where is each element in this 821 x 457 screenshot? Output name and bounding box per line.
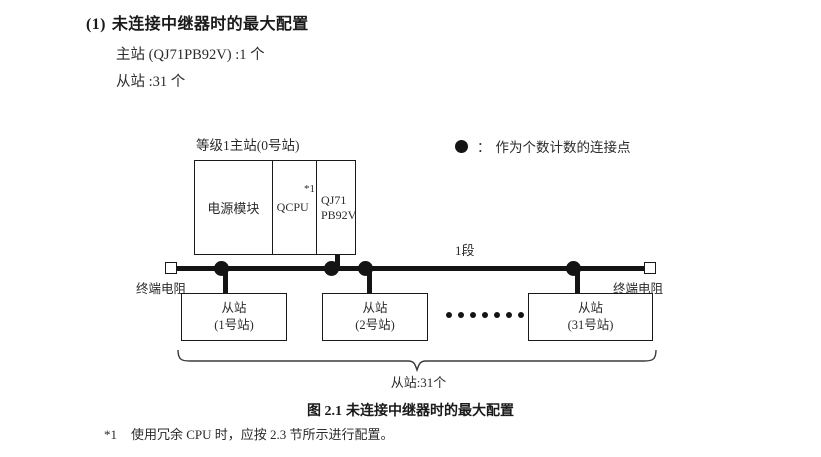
slave-station-label: 从站 — [577, 301, 603, 316]
slave-station-number: (1号站) — [214, 318, 254, 332]
section-number: (1) — [86, 16, 106, 33]
terminal-resistor-left-icon — [165, 262, 177, 274]
footnote-ref-marker: *1 — [304, 183, 315, 195]
terminal-resistor-left-label: 终端电阻 — [136, 282, 187, 296]
filled-circle-icon — [455, 139, 468, 153]
slave-drop-stem — [223, 268, 228, 294]
ellipsis-dot — [458, 312, 464, 318]
terminal-resistor-right-label: 终端电阻 — [613, 282, 664, 296]
slave-station-number: (31号站) — [567, 318, 614, 332]
section-line-slave-count: 从站 :31 个 — [116, 74, 186, 90]
ellipsis-dot — [470, 312, 476, 318]
rack-cell-qj71pb92v-line1: QJ71 — [321, 192, 347, 207]
rack-cell-qj71pb92v-line2: PB92V — [321, 207, 357, 222]
footnote-text: 使用冗余 CPU 时，应按 2.3 节所示进行配置。 — [131, 427, 394, 442]
ellipsis-dot — [446, 312, 452, 318]
rack-cell-qcpu: QCPU *1 — [271, 161, 317, 254]
slave-station-box: 从站 (1号站) — [181, 293, 287, 341]
section-heading: (1) 未连接中继器时的最大配置 — [86, 10, 309, 34]
figure-caption: 图 2.1 未连接中继器时的最大配置 — [0, 400, 821, 420]
slave-station-box: 从站 (2号站) — [322, 293, 428, 341]
footnote-marker: *1 — [104, 427, 117, 442]
slave-group-brace-label: 从站:31个 — [390, 375, 447, 390]
section-line-master-count: 主站 (QJ71PB92V) :1 个 — [116, 47, 265, 63]
master-station-title: 等级1主站(0号站) — [196, 138, 300, 153]
slave-group-brace-label-wrap: 从站:31个 — [0, 372, 821, 391]
slave-group-brace — [176, 348, 658, 372]
ellipsis-dot — [518, 312, 524, 318]
slave-drop-stem — [367, 268, 372, 294]
legend-label: 作为个数计数的连接点 — [495, 140, 631, 155]
master-station-rack: 电源模块 QCPU *1 QJ71 PB92V — [194, 160, 356, 255]
rack-cell-qj71pb92v-label: QJ71 PB92V — [321, 193, 356, 223]
slave-station-label: 从站 — [362, 301, 388, 316]
rack-cell-power-module-label: 电源模块 — [207, 201, 260, 216]
slave-station-label: 从站 — [221, 301, 247, 316]
rack-cell-qcpu-label: QCPU — [276, 200, 309, 214]
network-bus-line — [176, 266, 646, 271]
ellipsis-dot — [482, 312, 488, 318]
rack-cell-qj71pb92v: QJ71 PB92V — [317, 161, 356, 254]
figure-number: 图 2.1 — [307, 404, 342, 419]
section-title: 未连接中继器时的最大配置 — [111, 16, 309, 33]
legend-colon: ： — [477, 140, 491, 155]
slave-drop-stem — [575, 268, 580, 294]
figure-caption-text: 未连接中继器时的最大配置 — [346, 404, 514, 419]
legend: ： 作为个数计数的连接点 — [455, 136, 631, 156]
slave-station-number: (2号站) — [355, 318, 395, 332]
ellipsis-dots — [446, 312, 524, 318]
terminal-resistor-right-icon — [644, 262, 656, 274]
slave-station-box: 从站 (31号站) — [528, 293, 653, 341]
segment-label: 1段 — [455, 243, 475, 258]
rack-cell-power-module: 电源模块 — [195, 161, 272, 254]
ellipsis-dot — [494, 312, 500, 318]
footnote: *1 使用冗余 CPU 时，应按 2.3 节所示进行配置。 — [104, 424, 394, 443]
ellipsis-dot — [506, 312, 512, 318]
connection-point-node — [324, 261, 339, 276]
